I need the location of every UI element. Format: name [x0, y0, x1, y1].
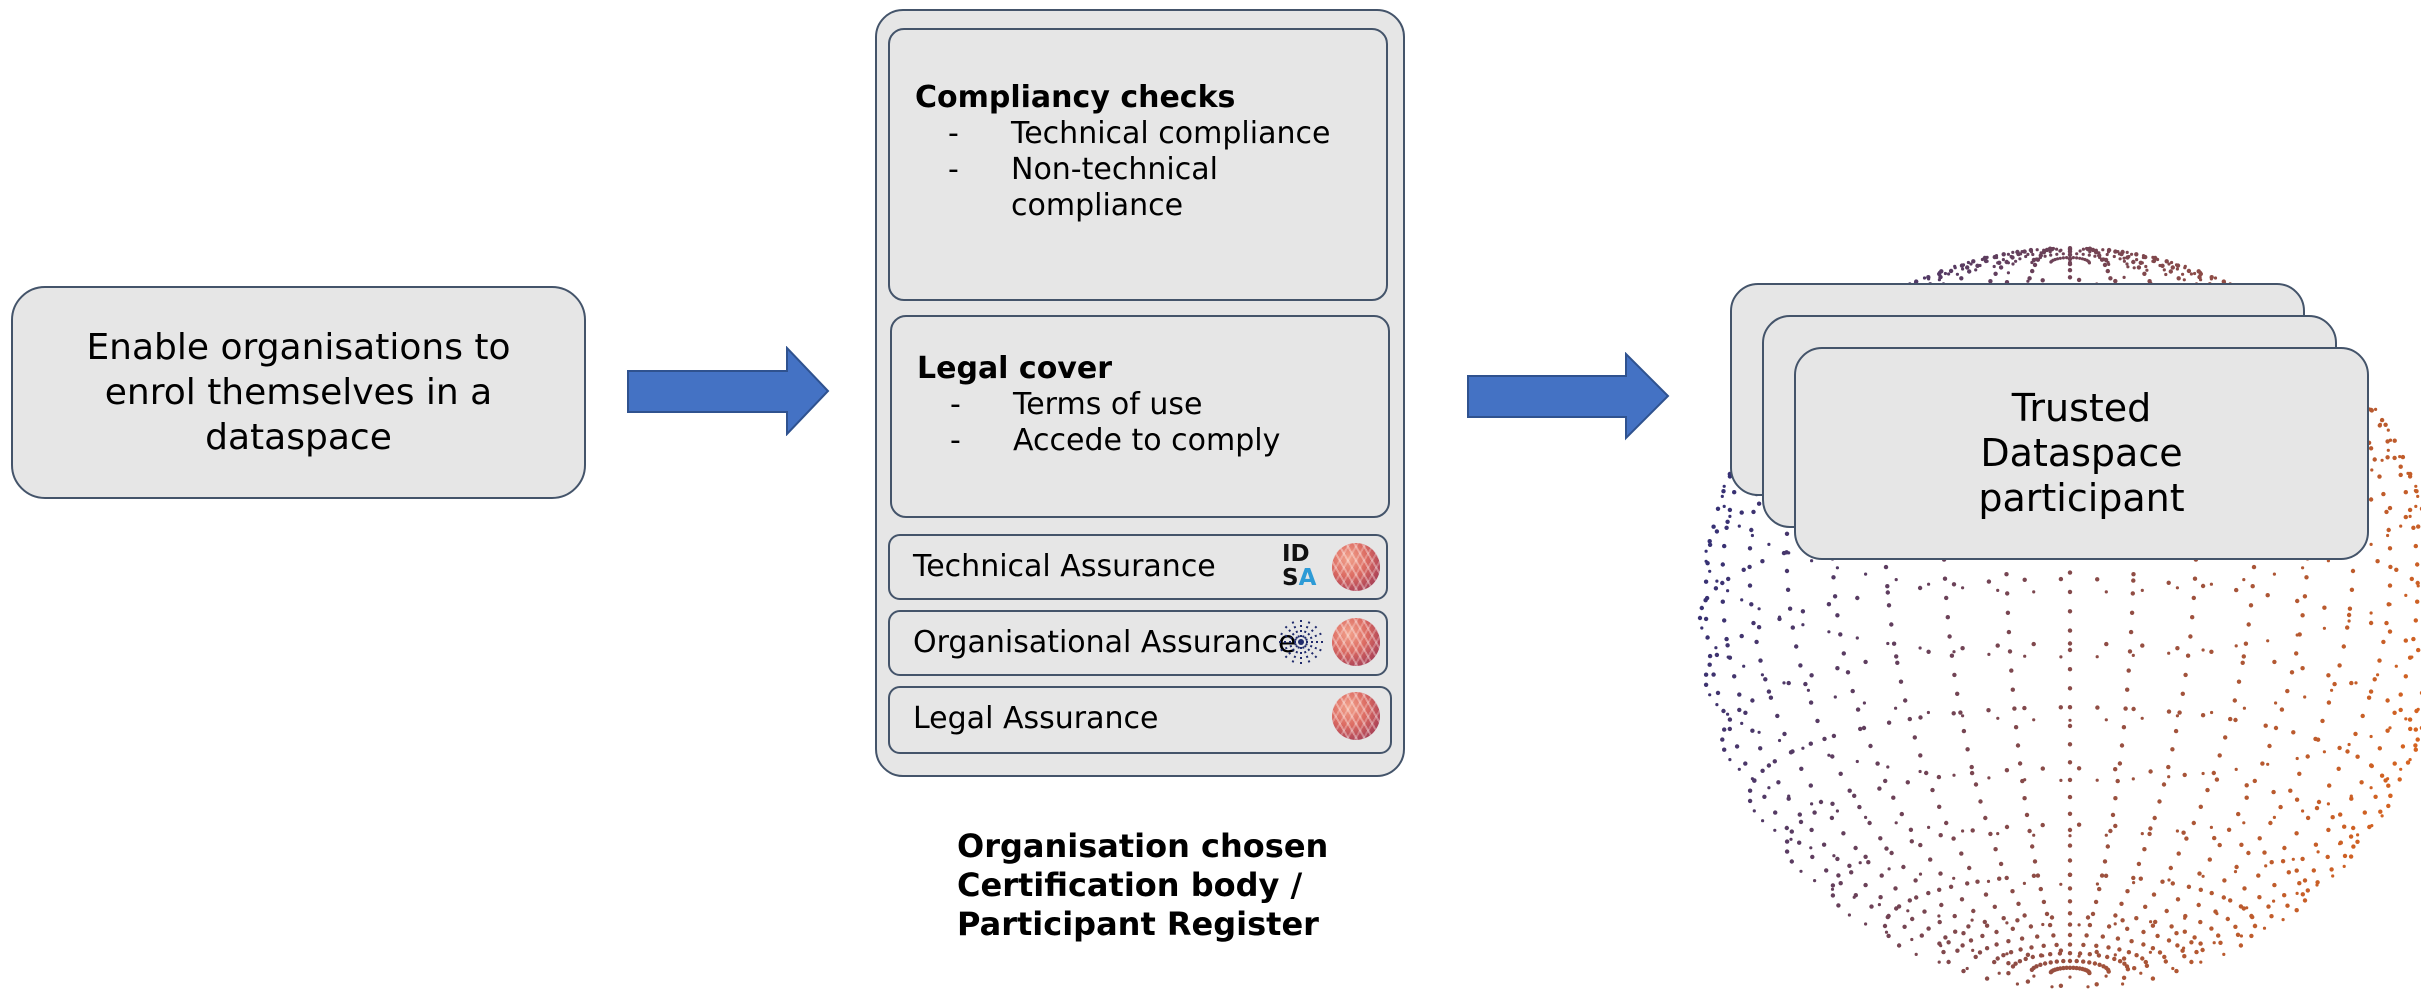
- organisational-assurance-label: Organisational Assurance: [913, 625, 1297, 660]
- compliancy-checks-list: -Technical compliance -Non-technical com…: [915, 116, 1386, 224]
- certification-globe-logo: [1332, 543, 1380, 591]
- legal-cover-title: Legal cover: [917, 351, 1112, 386]
- idsa-logo: ID SA: [1282, 541, 1317, 591]
- list-item: -Accede to comply: [950, 423, 1281, 458]
- trusted-participant-label: Trusted Dataspace participant: [1978, 386, 2185, 520]
- enrolment-goal-text: Enable organisations to enrol themselves…: [86, 327, 511, 458]
- starburst-logo: [1279, 620, 1323, 664]
- certification-globe-logo: [1332, 692, 1380, 740]
- legal-assurance-row: Legal Assurance: [888, 686, 1392, 754]
- trusted-participant-card: Trusted Dataspace participant: [1794, 347, 2369, 560]
- enrolment-goal-box: Enable organisations to enrol themselves…: [11, 286, 586, 499]
- list-item: -Terms of use: [950, 387, 1203, 422]
- arrow-right-icon: [627, 346, 830, 436]
- technical-assurance-label: Technical Assurance: [913, 549, 1216, 584]
- legal-cover-box: Legal cover -Terms of use -Accede to com…: [890, 315, 1390, 518]
- certification-body-caption: Organisation chosen Certification body /…: [957, 827, 1329, 943]
- technical-assurance-row: Technical Assurance: [888, 534, 1388, 600]
- legal-assurance-label: Legal Assurance: [913, 701, 1159, 736]
- compliancy-checks-title: Compliancy checks: [915, 80, 1236, 115]
- legal-cover-list: -Terms of use -Accede to comply: [917, 387, 1388, 459]
- compliancy-checks-box: Compliancy checks -Technical compliance …: [888, 28, 1388, 301]
- list-item: -Non-technical compliance: [948, 152, 1218, 223]
- certification-globe-logo: [1332, 618, 1380, 666]
- arrow-right-icon: [1467, 352, 1670, 441]
- organisational-assurance-row: Organisational Assurance: [888, 610, 1388, 676]
- list-item: -Technical compliance: [948, 116, 1331, 151]
